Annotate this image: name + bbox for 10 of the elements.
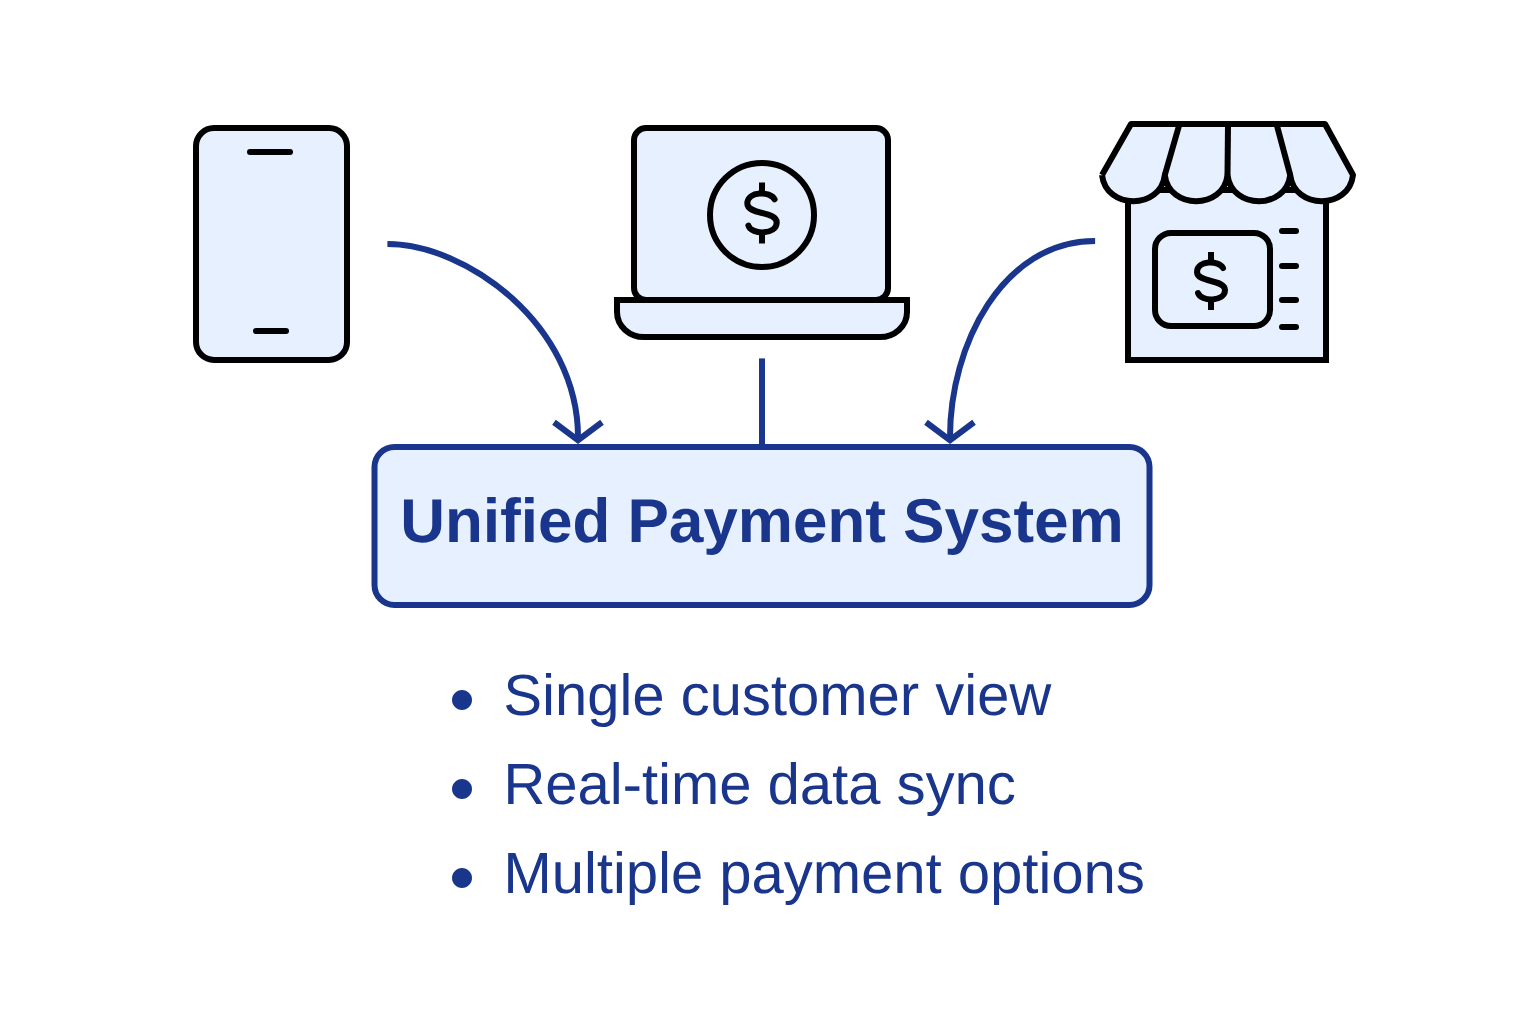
connector-line xyxy=(759,358,765,444)
bullet-text: Single customer view xyxy=(506,673,1052,728)
store-icon xyxy=(1099,121,1356,363)
laptop-icon xyxy=(614,125,910,340)
arrow xyxy=(924,238,1096,444)
bullet-text: Multiple payment options xyxy=(508,851,1143,906)
system-box: Unified Payment System xyxy=(371,444,1153,608)
phone-icon xyxy=(193,125,350,363)
arrow xyxy=(387,241,604,444)
bullet-text: Real-time data sync xyxy=(508,762,1015,817)
